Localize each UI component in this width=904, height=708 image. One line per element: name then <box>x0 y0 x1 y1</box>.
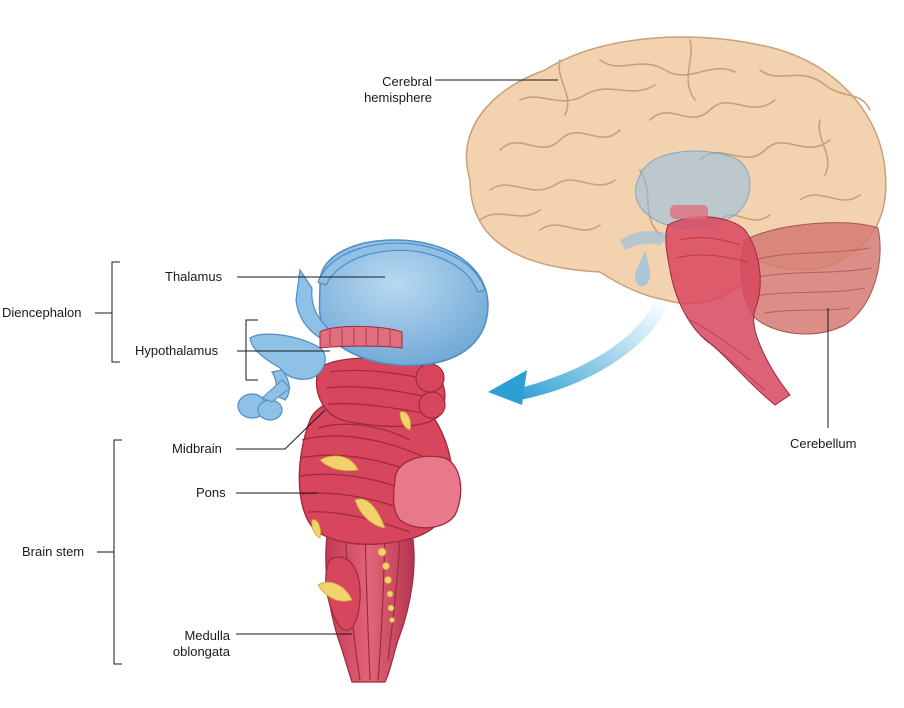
label-midbrain: Midbrain <box>172 441 222 456</box>
label-hypothalamus: Hypothalamus <box>135 343 219 358</box>
cerebellum-illustration <box>740 222 881 335</box>
direction-arrow-body <box>520 300 668 400</box>
label-pons: Pons <box>196 485 226 500</box>
label-cerebellum: Cerebellum <box>790 436 857 451</box>
direction-arrow-head <box>488 370 527 405</box>
label-thalamus: Thalamus <box>165 269 223 284</box>
small-thalamus <box>635 150 751 229</box>
thalamus-illustration <box>237 239 489 421</box>
brainstem-illustration <box>298 357 462 683</box>
label-medulla-oblongata-line1: Medulla <box>184 628 230 643</box>
peduncle-cut <box>392 455 462 529</box>
hypothalamus-body <box>249 333 326 380</box>
label-medulla-oblongata-line2: oblongata <box>172 644 230 659</box>
label-diencephalon: Diencephalon <box>2 305 82 320</box>
label-cerebral-hemisphere-line2: hemisphere <box>364 90 432 105</box>
pineal-cut <box>319 325 403 349</box>
label-cerebral-hemisphere: Cerebral hemisphere <box>342 74 432 106</box>
leader-lines <box>95 79 829 665</box>
label-cerebral-hemisphere-line1: Cerebral <box>382 74 432 89</box>
cerebrum-illustration <box>465 36 887 406</box>
label-brain-stem: Brain stem <box>22 544 85 559</box>
label-medulla-oblongata: Medulla oblongata <box>150 628 230 660</box>
small-brainstem <box>665 216 791 406</box>
